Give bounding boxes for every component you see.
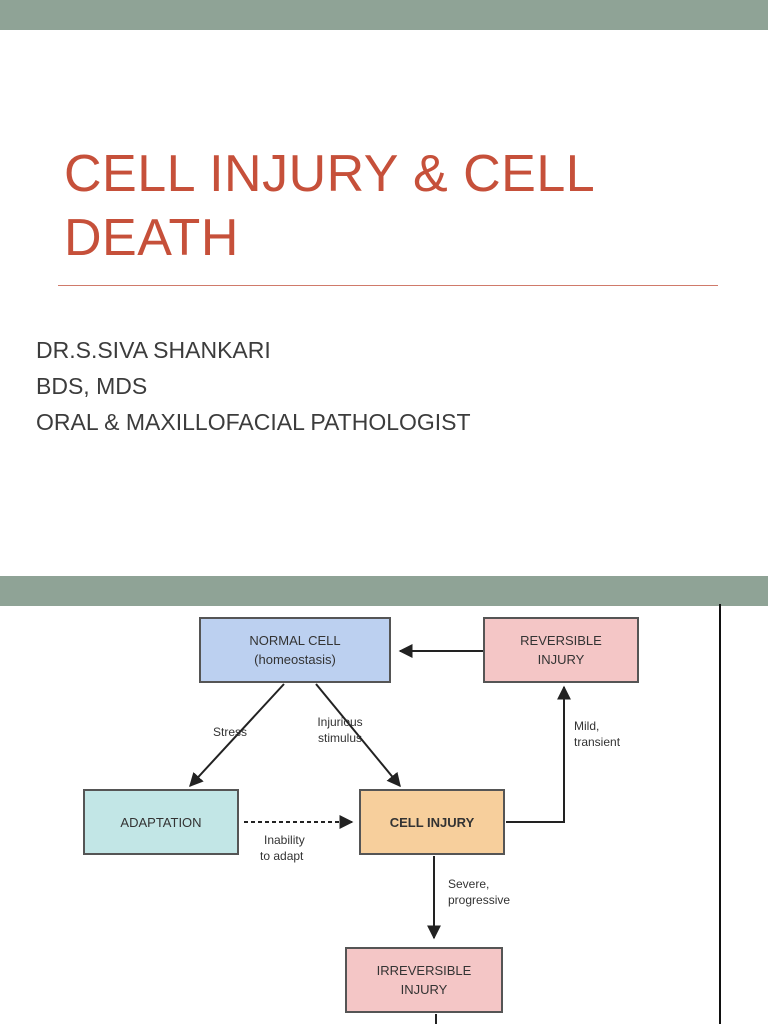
- label-inability-2: to adapt: [260, 849, 304, 863]
- slide-title: CELL INJURY & CELL DEATH: [64, 142, 704, 270]
- title-slide: CELL INJURY & CELL DEATH DR.S.SIVA SHANK…: [0, 0, 768, 440]
- adaptation-box: ADAPTATION: [83, 789, 239, 855]
- cell-injury-box: CELL INJURY: [359, 789, 505, 855]
- irreversible-injury-line-2: INJURY: [401, 982, 448, 997]
- author-designation: ORAL & MAXILLOFACIAL PATHOLOGIST: [36, 409, 471, 435]
- arrow-normal-to-cell-injury: [315, 683, 401, 788]
- slide-subtitle: DR.S.SIVA SHANKARI BDS, MDS ORAL & MAXIL…: [36, 332, 736, 440]
- label-inability-1: Inability: [264, 833, 305, 847]
- normal-cell-line-2: (homeostasis): [254, 652, 336, 667]
- reversible-injury-box: REVERSIBLE INJURY: [483, 617, 639, 683]
- label-mild-2: transient: [574, 735, 621, 749]
- reversible-injury-line-1: REVERSIBLE: [520, 633, 602, 648]
- arrow-cell-injury-to-reversible: [506, 685, 571, 823]
- slide-header-bar: [0, 576, 768, 606]
- label-injurious-2: stimulus: [318, 731, 362, 745]
- title-line-1: CELL INJURY & CELL: [64, 145, 596, 203]
- slide-header-bar: [0, 0, 768, 30]
- cell-injury-flowchart: NORMAL CELL (homeostasis) REVERSIBLE INJ…: [83, 604, 721, 1024]
- title-line-2: DEATH: [64, 209, 239, 267]
- author-degrees: BDS, MDS: [36, 373, 148, 399]
- reversible-injury-line-2: INJURY: [538, 652, 585, 667]
- title-divider: [58, 285, 718, 286]
- label-injurious-1: Injurious: [317, 715, 362, 729]
- author-name: DR.S.SIVA SHANKARI: [36, 337, 271, 363]
- arrow-normal-to-adaptation: [189, 683, 285, 788]
- label-stress: Stress: [213, 725, 247, 739]
- irreversible-injury-line-1: IRREVERSIBLE: [377, 963, 472, 978]
- cell-injury-label: CELL INJURY: [390, 815, 475, 830]
- label-mild-1: Mild,: [574, 719, 599, 733]
- normal-cell-line-1: NORMAL CELL: [249, 633, 340, 648]
- normal-cell-box: NORMAL CELL (homeostasis): [199, 617, 391, 683]
- adaptation-label: ADAPTATION: [120, 815, 201, 830]
- label-severe-1: Severe,: [448, 877, 489, 891]
- diagram-slide: NORMAL CELL (homeostasis) REVERSIBLE INJ…: [0, 576, 768, 1024]
- label-severe-2: progressive: [448, 893, 510, 907]
- irreversible-injury-box: IRREVERSIBLE INJURY: [345, 947, 503, 1013]
